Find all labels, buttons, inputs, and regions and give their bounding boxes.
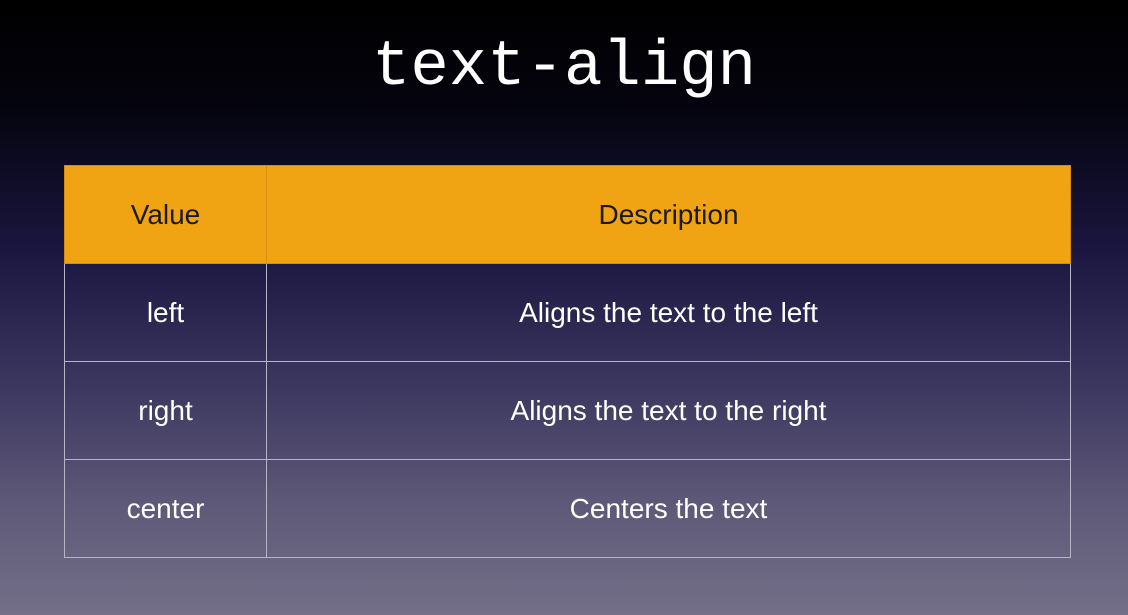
description-cell: Aligns the text to the right (266, 361, 1071, 460)
value-cell: left (64, 263, 267, 362)
header-cell-value: Value (64, 165, 267, 264)
value-cell: right (64, 361, 267, 460)
table-body: left Aligns the text to the left right A… (64, 263, 1071, 558)
header-cell-description: Description (266, 165, 1071, 264)
value-cell: center (64, 459, 267, 558)
description-cell: Aligns the text to the left (266, 263, 1071, 362)
slide-title: text-align (371, 32, 757, 104)
header-row: Value Description (64, 165, 1071, 264)
table-row: left Aligns the text to the left (64, 263, 1071, 362)
table-header: Value Description (64, 165, 1071, 264)
table-row: right Aligns the text to the right (64, 361, 1071, 460)
text-align-values-table: Value Description left Aligns the text t… (64, 165, 1071, 558)
description-cell: Centers the text (266, 459, 1071, 558)
table-row: center Centers the text (64, 459, 1071, 558)
